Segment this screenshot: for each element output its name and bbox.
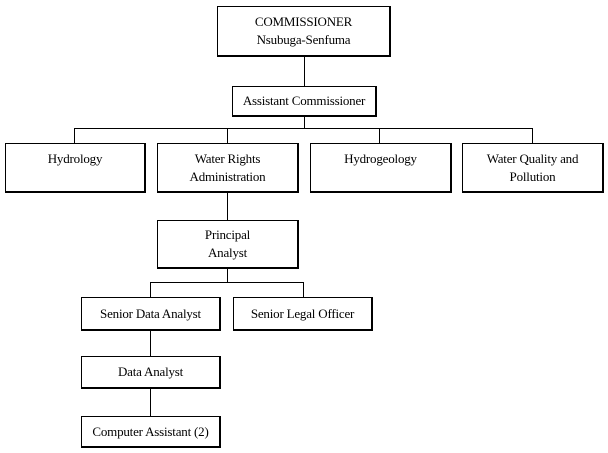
connector-water-rights (227, 128, 228, 143)
principal-analyst-box: Principal Analyst (157, 220, 299, 269)
principal-analyst-line2: Analyst (207, 245, 248, 260)
connector-senior-bus (150, 282, 304, 283)
connector-commissioner-assistant (304, 56, 305, 86)
senior-legal-officer-label: Senior Legal Officer (250, 305, 355, 321)
assistant-commissioner-box: Assistant Commissioner (232, 86, 377, 117)
data-analyst-box: Data Analyst (81, 356, 221, 389)
connector-hydrology (74, 128, 75, 143)
commissioner-box: COMMISSIONER Nsubuga-Senfuma (217, 6, 391, 57)
connector-assistant-bus (304, 116, 305, 129)
department-label-line2: Pollution (509, 169, 556, 184)
department-box-hydrogeology: Hydrogeology (310, 143, 452, 193)
connector-data-analyst-computer (150, 388, 151, 416)
computer-assistant-label: Computer Assistant (2) (92, 423, 209, 439)
connector-water-quality (532, 128, 533, 143)
senior-data-analyst-label: Senior Data Analyst (100, 305, 201, 321)
commissioner-name: Nsubuga-Senfuma (256, 32, 351, 47)
assistant-commissioner-label: Assistant Commissioner (242, 93, 366, 108)
connector-senior-data-data-analyst (150, 330, 151, 356)
department-label-line2: Administration (189, 169, 266, 184)
department-label: Hydrology (47, 151, 103, 166)
department-label: Hydrogeology (344, 151, 417, 166)
connector-department-bus (74, 128, 533, 129)
department-box-water-quality: Water Quality and Pollution (462, 143, 604, 193)
department-label: Water Quality and (486, 151, 579, 166)
principal-analyst-line1: Principal (204, 227, 251, 242)
connector-senior-legal (303, 282, 304, 297)
senior-legal-officer-box: Senior Legal Officer (233, 297, 373, 331)
commissioner-title: COMMISSIONER (254, 14, 353, 29)
data-analyst-label: Data Analyst (117, 364, 184, 379)
department-box-hydrology: Hydrology (5, 143, 146, 193)
senior-data-analyst-box: Senior Data Analyst (81, 297, 221, 331)
department-box-water-rights: Water Rights Administration (157, 143, 299, 193)
connector-principal-bus (227, 268, 228, 282)
connector-hydrogeology (379, 128, 380, 143)
computer-assistant-box: Computer Assistant (2) (81, 416, 221, 448)
department-label: Water Rights (194, 151, 261, 166)
connector-water-rights-principal (227, 192, 228, 220)
connector-senior-data (150, 282, 151, 297)
